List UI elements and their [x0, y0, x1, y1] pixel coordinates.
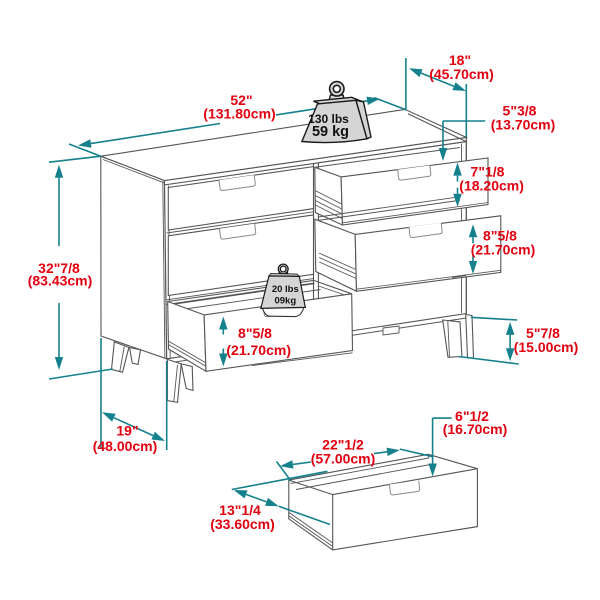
svg-text:(21.70cm): (21.70cm)	[471, 242, 536, 258]
svg-text:(83.43cm): (83.43cm)	[28, 273, 93, 289]
svg-text:(131.80cm): (131.80cm)	[203, 106, 275, 122]
svg-text:(18.20cm): (18.20cm)	[459, 178, 524, 194]
svg-text:32"7/8: 32"7/8	[38, 260, 80, 276]
svg-text:(57.00cm): (57.00cm)	[311, 451, 376, 467]
svg-text:(45.70cm): (45.70cm)	[429, 66, 494, 82]
svg-text:5"3/8: 5"3/8	[503, 103, 537, 119]
svg-text:130 lbs: 130 lbs	[308, 112, 349, 126]
svg-text:(13.70cm): (13.70cm)	[491, 117, 556, 133]
svg-text:20 lbs: 20 lbs	[272, 284, 299, 295]
svg-text:(15.00cm): (15.00cm)	[514, 339, 579, 355]
svg-text:(21.70cm): (21.70cm)	[226, 342, 291, 358]
svg-text:8"5/8: 8"5/8	[238, 325, 272, 341]
svg-text:59 kg: 59 kg	[312, 124, 349, 140]
svg-text:18": 18"	[449, 52, 471, 68]
svg-text:(33.60cm): (33.60cm)	[210, 516, 275, 532]
svg-text:6"1/2: 6"1/2	[455, 408, 489, 424]
svg-text:(48.00cm): (48.00cm)	[93, 438, 158, 454]
svg-text:8"5/8: 8"5/8	[483, 227, 517, 243]
svg-text:5"7/8: 5"7/8	[526, 325, 560, 341]
svg-text:(16.70cm): (16.70cm)	[443, 421, 508, 437]
svg-text:09kg: 09kg	[274, 295, 296, 306]
svg-text:7"1/8: 7"1/8	[471, 164, 505, 180]
svg-text:52": 52"	[230, 92, 252, 108]
svg-text:13"1/4: 13"1/4	[219, 502, 261, 518]
svg-text:19": 19"	[116, 423, 138, 439]
svg-text:22"1/2: 22"1/2	[322, 437, 364, 453]
